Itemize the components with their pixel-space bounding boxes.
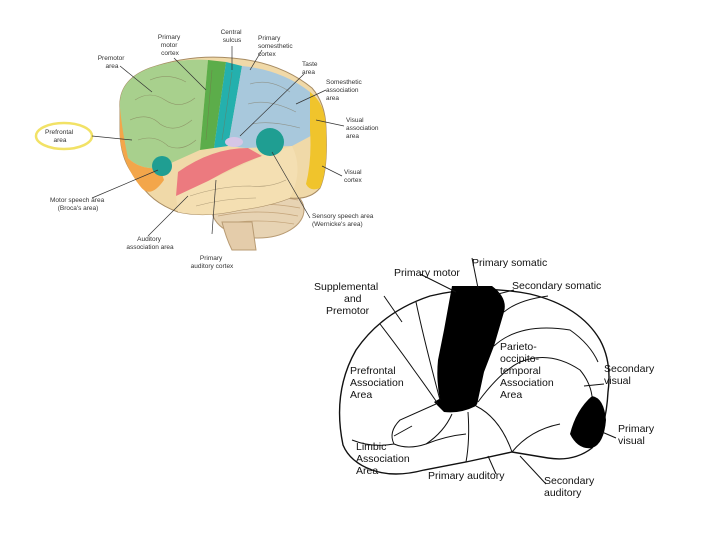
bw-label-parieto: Parieto- occipito- temporal Association …	[500, 341, 557, 401]
label-visual-association: Visual association area	[346, 117, 380, 140]
label-central-sulcus: Central sulcus	[221, 29, 244, 44]
label-prefrontal: Prefrontal area	[45, 129, 75, 144]
bw-base-blob	[434, 390, 478, 413]
taste-spot	[225, 137, 243, 147]
bw-label-supplementary: Supplemental and Premotor	[314, 281, 381, 317]
label-motor-speech: Motor speech area (Broca's area)	[50, 197, 106, 212]
bw-visual-region	[570, 396, 606, 449]
bw-boundaries	[351, 295, 599, 463]
gyri-texture	[129, 69, 301, 207]
label-taste: Taste area	[302, 61, 319, 76]
broca-area	[152, 156, 172, 176]
bw-motor-strip	[437, 286, 505, 402]
bw-label-primary-motor: Primary motor	[394, 267, 460, 279]
label-auditory-association: Auditory association area	[126, 236, 174, 251]
label-premotor: Premotor area	[98, 55, 127, 70]
bw-label-limbic: Limbic Association Area	[356, 441, 413, 477]
wernicke-area	[256, 128, 284, 156]
bw-label-primary-auditory: Primary auditory	[428, 470, 505, 482]
bw-leaders	[383, 257, 617, 485]
label-sensory-speech: Sensory speech area (Wernicke's area)	[312, 213, 375, 228]
label-somesthetic-association: Somesthetic association area	[326, 79, 364, 102]
bw-label-secondary-auditory: Secondary auditory	[544, 475, 597, 499]
bw-label-primary-somatic: Primary somatic	[472, 257, 547, 269]
primary-motor-region	[200, 60, 226, 150]
brainstem	[221, 221, 257, 251]
label-primary-somesthetic: Primary somesthetic cortex	[258, 35, 295, 58]
color-leaders	[91, 46, 345, 237]
bw-label-secondary-somatic: Secondary somatic	[512, 280, 601, 292]
central-sulcus-region	[214, 62, 242, 148]
prefrontal-region	[120, 108, 164, 192]
visual-region	[306, 92, 327, 190]
temporal-region	[176, 146, 298, 215]
premotor-region	[119, 59, 208, 169]
label-visual-cortex: Visual cortex	[344, 169, 363, 184]
bw-label-primary-visual: Primary visual	[618, 423, 657, 447]
color-brain-diagram: Prefrontal area Premotor area Primary mo…	[34, 29, 380, 270]
bw-label-secondary-visual: Secondary visual	[604, 363, 657, 387]
auditory-region	[176, 148, 262, 196]
bw-label-prefrontal: Prefrontal Association Area	[350, 365, 407, 401]
label-primary-auditory: Primary auditory cortex	[191, 255, 234, 270]
label-primary-motor: Primary motor cortex	[158, 34, 182, 57]
bw-brain-diagram: Primary somatic Primary motor Supplement…	[314, 257, 657, 499]
prefrontal-highlight	[34, 121, 94, 151]
